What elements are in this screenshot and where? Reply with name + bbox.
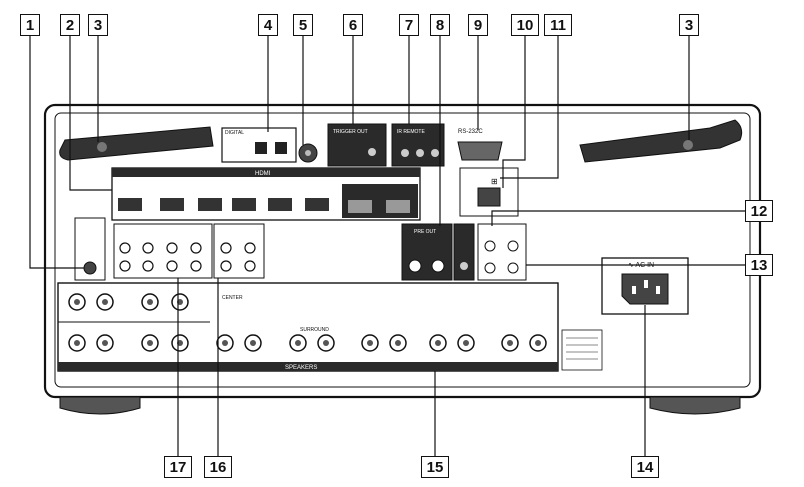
foot-right [649,396,741,415]
center-label: CENTER [222,295,243,301]
antenna-left-cap [97,142,107,152]
rating-label-lines [566,337,598,360]
subwoofer-jacks [220,242,256,272]
antenna-right [579,119,743,163]
analog-jacks [119,242,202,272]
callout-9: 9 [468,14,488,36]
auxiliary-block [453,223,475,281]
hdmi-out-port-1 [348,200,372,213]
pre-out-label: PRE OUT [414,229,436,235]
speakers-label: SPEAKERS [285,365,317,371]
rs232c-label: RS-232C [458,129,483,135]
hdmi-port-6 [305,198,329,211]
trigger-jack [368,148,376,156]
pre-out-jack-1 [408,259,422,273]
surround-label: SURROUND [300,327,329,333]
callout-17: 17 [164,456,192,478]
trigger-out-block [327,123,387,167]
pre-out-jack-2 [431,259,445,273]
ac-inlet-socket [621,273,669,305]
antenna-input-jack [83,261,97,275]
ir-remote-label: IR REMOTE [397,129,425,135]
callout-14: 14 [631,456,659,478]
lan-symbol: ⊞ [491,177,498,186]
speakers-band [58,362,558,371]
callout-2: 2 [60,14,80,36]
lan-port [477,187,501,207]
antenna-left [59,126,214,161]
video-jack-4 [507,262,519,274]
callout-11: 11 [544,14,572,36]
speaker-terminal-block [57,282,559,372]
hdmi-port-4 [232,198,256,211]
ir-jack-3 [431,149,439,157]
callout-6: 6 [343,14,363,36]
ir-jack-1 [401,149,409,157]
digital-label: DIGITAL [225,130,244,136]
hdmi-label: HDMI [255,171,271,177]
foot-left [59,396,141,415]
pre-out-block [401,223,453,281]
video-output-block [477,223,527,281]
callout-13: 13 [745,254,773,276]
callout-5: 5 [293,14,313,36]
callout-7: 7 [399,14,419,36]
leader-lines [29,36,745,456]
hdmi-out-port-2 [386,200,410,213]
hdmi-port-3 [198,198,222,211]
optical-port-2 [275,142,287,154]
callout-10: 10 [511,14,539,36]
ac-inlet-pins [632,280,660,294]
callout-12: 12 [745,200,773,222]
ir-remote-block [391,123,445,167]
hdmi-port-1 [118,198,142,211]
antenna-right-cap [683,140,693,150]
rating-label-sticker [561,329,603,371]
video-jack-1 [484,240,496,252]
hdmi-port-5 [268,198,292,211]
ir-jack-2 [416,149,424,157]
callout-4: 4 [258,14,278,36]
video-jack-3 [507,240,519,252]
callout-3-right: 3 [679,14,699,36]
chassis-inner-outline [54,112,751,388]
hdmi-port-2 [160,198,184,211]
trigger-out-label: TRIGGER OUT [333,129,368,135]
callout-1: 1 [20,14,40,36]
auxiliary-jack [460,262,468,270]
hdmi-header-band [112,168,420,177]
optical-port-1 [255,142,267,154]
rs232c-port [457,141,503,161]
video-jack-2 [484,262,496,274]
callout-8: 8 [430,14,450,36]
callout-3-left: 3 [88,14,108,36]
coaxial-port-center [305,150,311,156]
callout-15: 15 [421,456,449,478]
callout-16: 16 [204,456,232,478]
